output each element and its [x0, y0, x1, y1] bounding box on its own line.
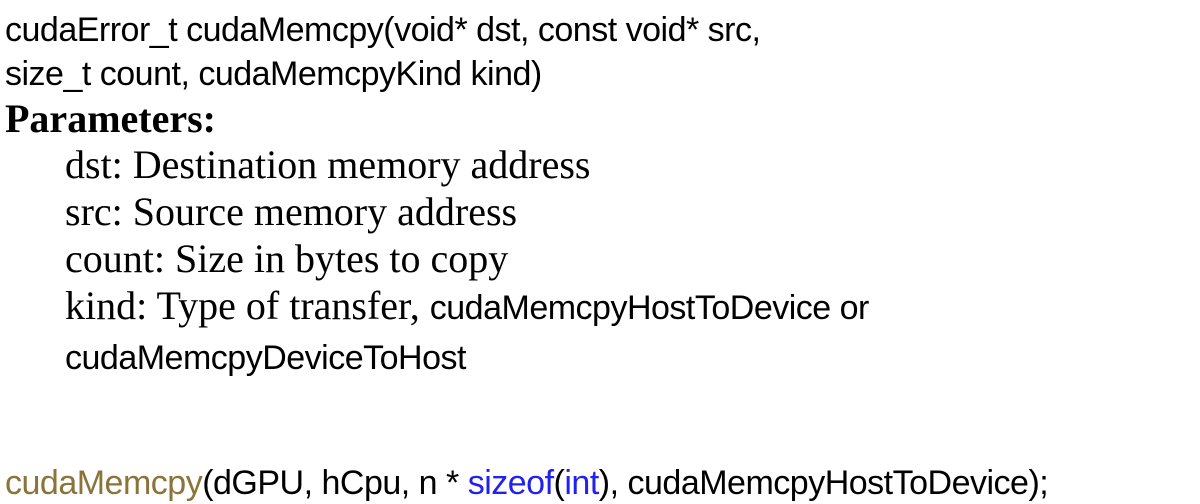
param-count: count: Size in bytes to copy: [65, 236, 509, 281]
vertical-gap: [5, 382, 1200, 460]
param-kind-description: kind: Type of transfer,: [65, 283, 430, 328]
sizeof-keyword: sizeof: [467, 464, 554, 502]
function-signature-line-1: cudaError_t cudaMemcpy(void* dst, const …: [5, 11, 761, 49]
function-signature-line-2: size_t count, cudaMemcpyKind kind): [5, 55, 542, 93]
example-args-part1: (dGPU, hCpu, n *: [202, 464, 468, 502]
parameters-heading: Parameters:: [5, 96, 216, 141]
param-kind: kind: Type of transfer, cudaMemcpyHostTo…: [65, 282, 1200, 332]
example-function-name: cudaMemcpy: [5, 464, 203, 502]
param-kind-enum-values: cudaMemcpyHostToDevice or: [429, 289, 870, 327]
param-kind-enum-continued-text: cudaMemcpyDeviceToHost: [65, 339, 466, 377]
int-keyword: int: [564, 464, 599, 502]
param-src: src: Source memory address: [65, 189, 518, 234]
example-args-part2: ), cudaMemcpyHostToDevice);: [598, 464, 1049, 502]
param-dst: dst: Destination memory address: [65, 142, 591, 187]
param-kind-enum-continued: cudaMemcpyDeviceToHost: [65, 332, 1200, 382]
example-call-line: cudaMemcpy(dGPU, hCpu, n * sizeof(int), …: [5, 460, 1200, 504]
sizeof-open-paren: (: [553, 464, 565, 502]
